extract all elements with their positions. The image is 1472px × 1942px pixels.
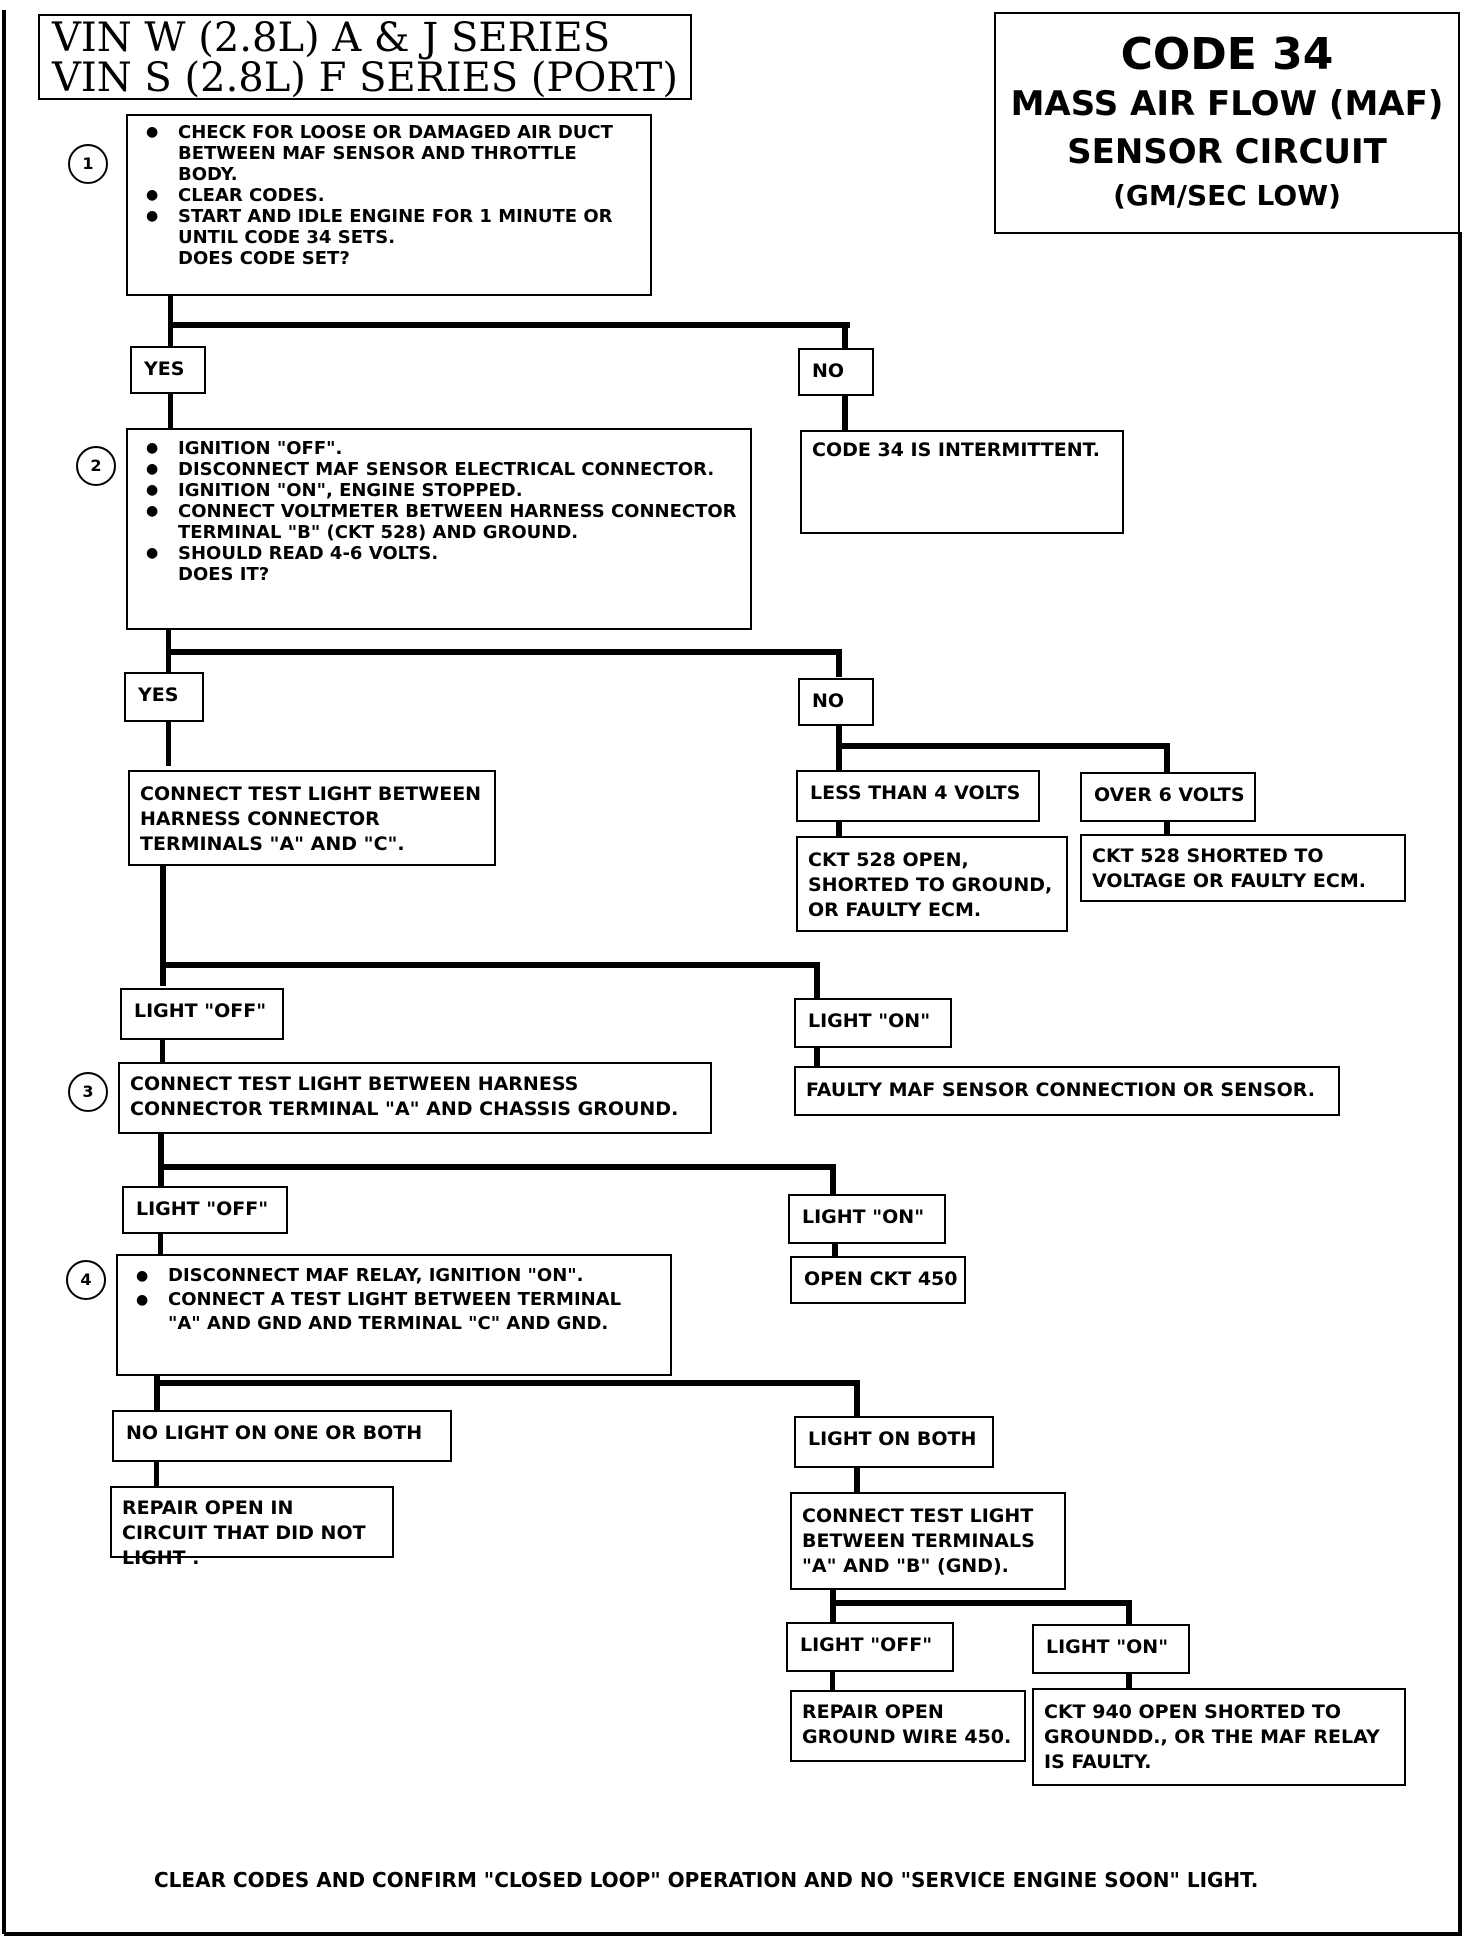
step-1-bullet-2: CLEAR CODES. bbox=[146, 185, 640, 206]
step-2-bullet-2: DISCONNECT MAF SENSOR ELECTRICAL CONNECT… bbox=[146, 459, 740, 480]
light-off-label-3: LIGHT "OFF" bbox=[786, 1622, 954, 1672]
step-3-box: CONNECT TEST LIGHT BETWEEN HARNESS CONNE… bbox=[118, 1062, 712, 1134]
step-2-marker: 2 bbox=[76, 446, 116, 486]
step-1-marker: 1 bbox=[68, 144, 108, 184]
code-description-1: MASS AIR FLOW (MAF) bbox=[1010, 84, 1444, 124]
code-title-box: CODE 34 MASS AIR FLOW (MAF) SENSOR CIRCU… bbox=[994, 12, 1460, 234]
step-3-marker: 3 bbox=[68, 1072, 108, 1112]
step-4-bullet-2: CONNECT A TEST LIGHT BETWEEN TERMINAL "A… bbox=[136, 1288, 660, 1336]
no-label-2: NO bbox=[798, 678, 874, 726]
result-open-ckt-450: OPEN CKT 450 bbox=[790, 1256, 966, 1304]
yes-label-1: YES bbox=[130, 346, 206, 394]
code-description-3: (GM/SEC LOW) bbox=[1113, 179, 1341, 212]
no-label-1: NO bbox=[798, 348, 874, 396]
step-2-bullet-1: IGNITION "OFF". bbox=[146, 438, 740, 459]
code-description-2: SENSOR CIRCUIT bbox=[1067, 132, 1387, 172]
light-on-both-label: LIGHT ON BOTH bbox=[794, 1416, 994, 1468]
light-on-label-3: LIGHT "ON" bbox=[1032, 1624, 1190, 1674]
light-on-label-2: LIGHT "ON" bbox=[788, 1194, 946, 1244]
no-light-label: NO LIGHT ON ONE OR BOTH bbox=[112, 1410, 452, 1462]
light-off-label-1: LIGHT "OFF" bbox=[120, 988, 284, 1040]
step-2-bullet-3: IGNITION "ON", ENGINE STOPPED. bbox=[146, 480, 740, 501]
step-4-bullet-1: DISCONNECT MAF RELAY, IGNITION "ON". bbox=[136, 1264, 660, 1288]
step-1-question: DOES CODE SET? bbox=[178, 248, 350, 269]
step-4-box: DISCONNECT MAF RELAY, IGNITION "ON". CON… bbox=[116, 1254, 672, 1376]
over-6-volts-label: OVER 6 VOLTS bbox=[1080, 772, 1256, 822]
step-1-box: CHECK FOR LOOSE OR DAMAGED AIR DUCT BETW… bbox=[126, 114, 652, 296]
step-1-bullet-3: START AND IDLE ENGINE FOR 1 MINUTE OR UN… bbox=[146, 206, 640, 248]
result-test-light-ab: CONNECT TEST LIGHT BETWEEN TERMINALS "A"… bbox=[790, 1492, 1066, 1590]
step-1-bullet-1: CHECK FOR LOOSE OR DAMAGED AIR DUCT BETW… bbox=[146, 122, 640, 185]
step-2-bullet-4: CONNECT VOLTMETER BETWEEN HARNESS CONNEC… bbox=[146, 501, 740, 543]
result-test-light-ac: CONNECT TEST LIGHT BETWEEN HARNESS CONNE… bbox=[128, 770, 496, 866]
result-intermittent: CODE 34 IS INTERMITTENT. bbox=[800, 430, 1124, 534]
result-repair-open-circuit: REPAIR OPEN IN CIRCUIT THAT DID NOT LIGH… bbox=[110, 1486, 394, 1569]
step-2-bullet-5: SHOULD READ 4-6 VOLTS. bbox=[146, 543, 740, 564]
step-2-box: IGNITION "OFF". DISCONNECT MAF SENSOR EL… bbox=[126, 428, 752, 630]
light-off-label-2: LIGHT "OFF" bbox=[122, 1186, 288, 1234]
light-on-label-1: LIGHT "ON" bbox=[794, 998, 952, 1048]
vin-line-2: VIN S (2.8L) F SERIES (PORT) bbox=[52, 55, 678, 101]
result-ckt940: CKT 940 OPEN SHORTED TO GROUNDD., OR THE… bbox=[1032, 1688, 1406, 1786]
less-than-4-volts-label: LESS THAN 4 VOLTS bbox=[796, 770, 1040, 822]
step-4-marker: 4 bbox=[66, 1260, 106, 1300]
vin-line-1: VIN W (2.8L) A & J SERIES bbox=[52, 15, 611, 61]
result-ckt528-open: CKT 528 OPEN, SHORTED TO GROUND, OR FAUL… bbox=[796, 836, 1068, 932]
vin-series-box: VIN W (2.8L) A & J SERIES VIN S (2.8L) F… bbox=[38, 14, 692, 100]
footer-note: CLEAR CODES AND CONFIRM "CLOSED LOOP" OP… bbox=[154, 1868, 1259, 1892]
yes-label-2: YES bbox=[124, 672, 204, 722]
result-faulty-maf: FAULTY MAF SENSOR CONNECTION OR SENSOR. bbox=[794, 1066, 1340, 1116]
result-repair-ground: REPAIR OPEN GROUND WIRE 450. bbox=[790, 1690, 1026, 1762]
code-title: CODE 34 bbox=[1120, 29, 1334, 80]
result-ckt528-voltage: CKT 528 SHORTED TO VOLTAGE OR FAULTY ECM… bbox=[1080, 834, 1406, 902]
step-2-question: DOES IT? bbox=[178, 564, 270, 585]
